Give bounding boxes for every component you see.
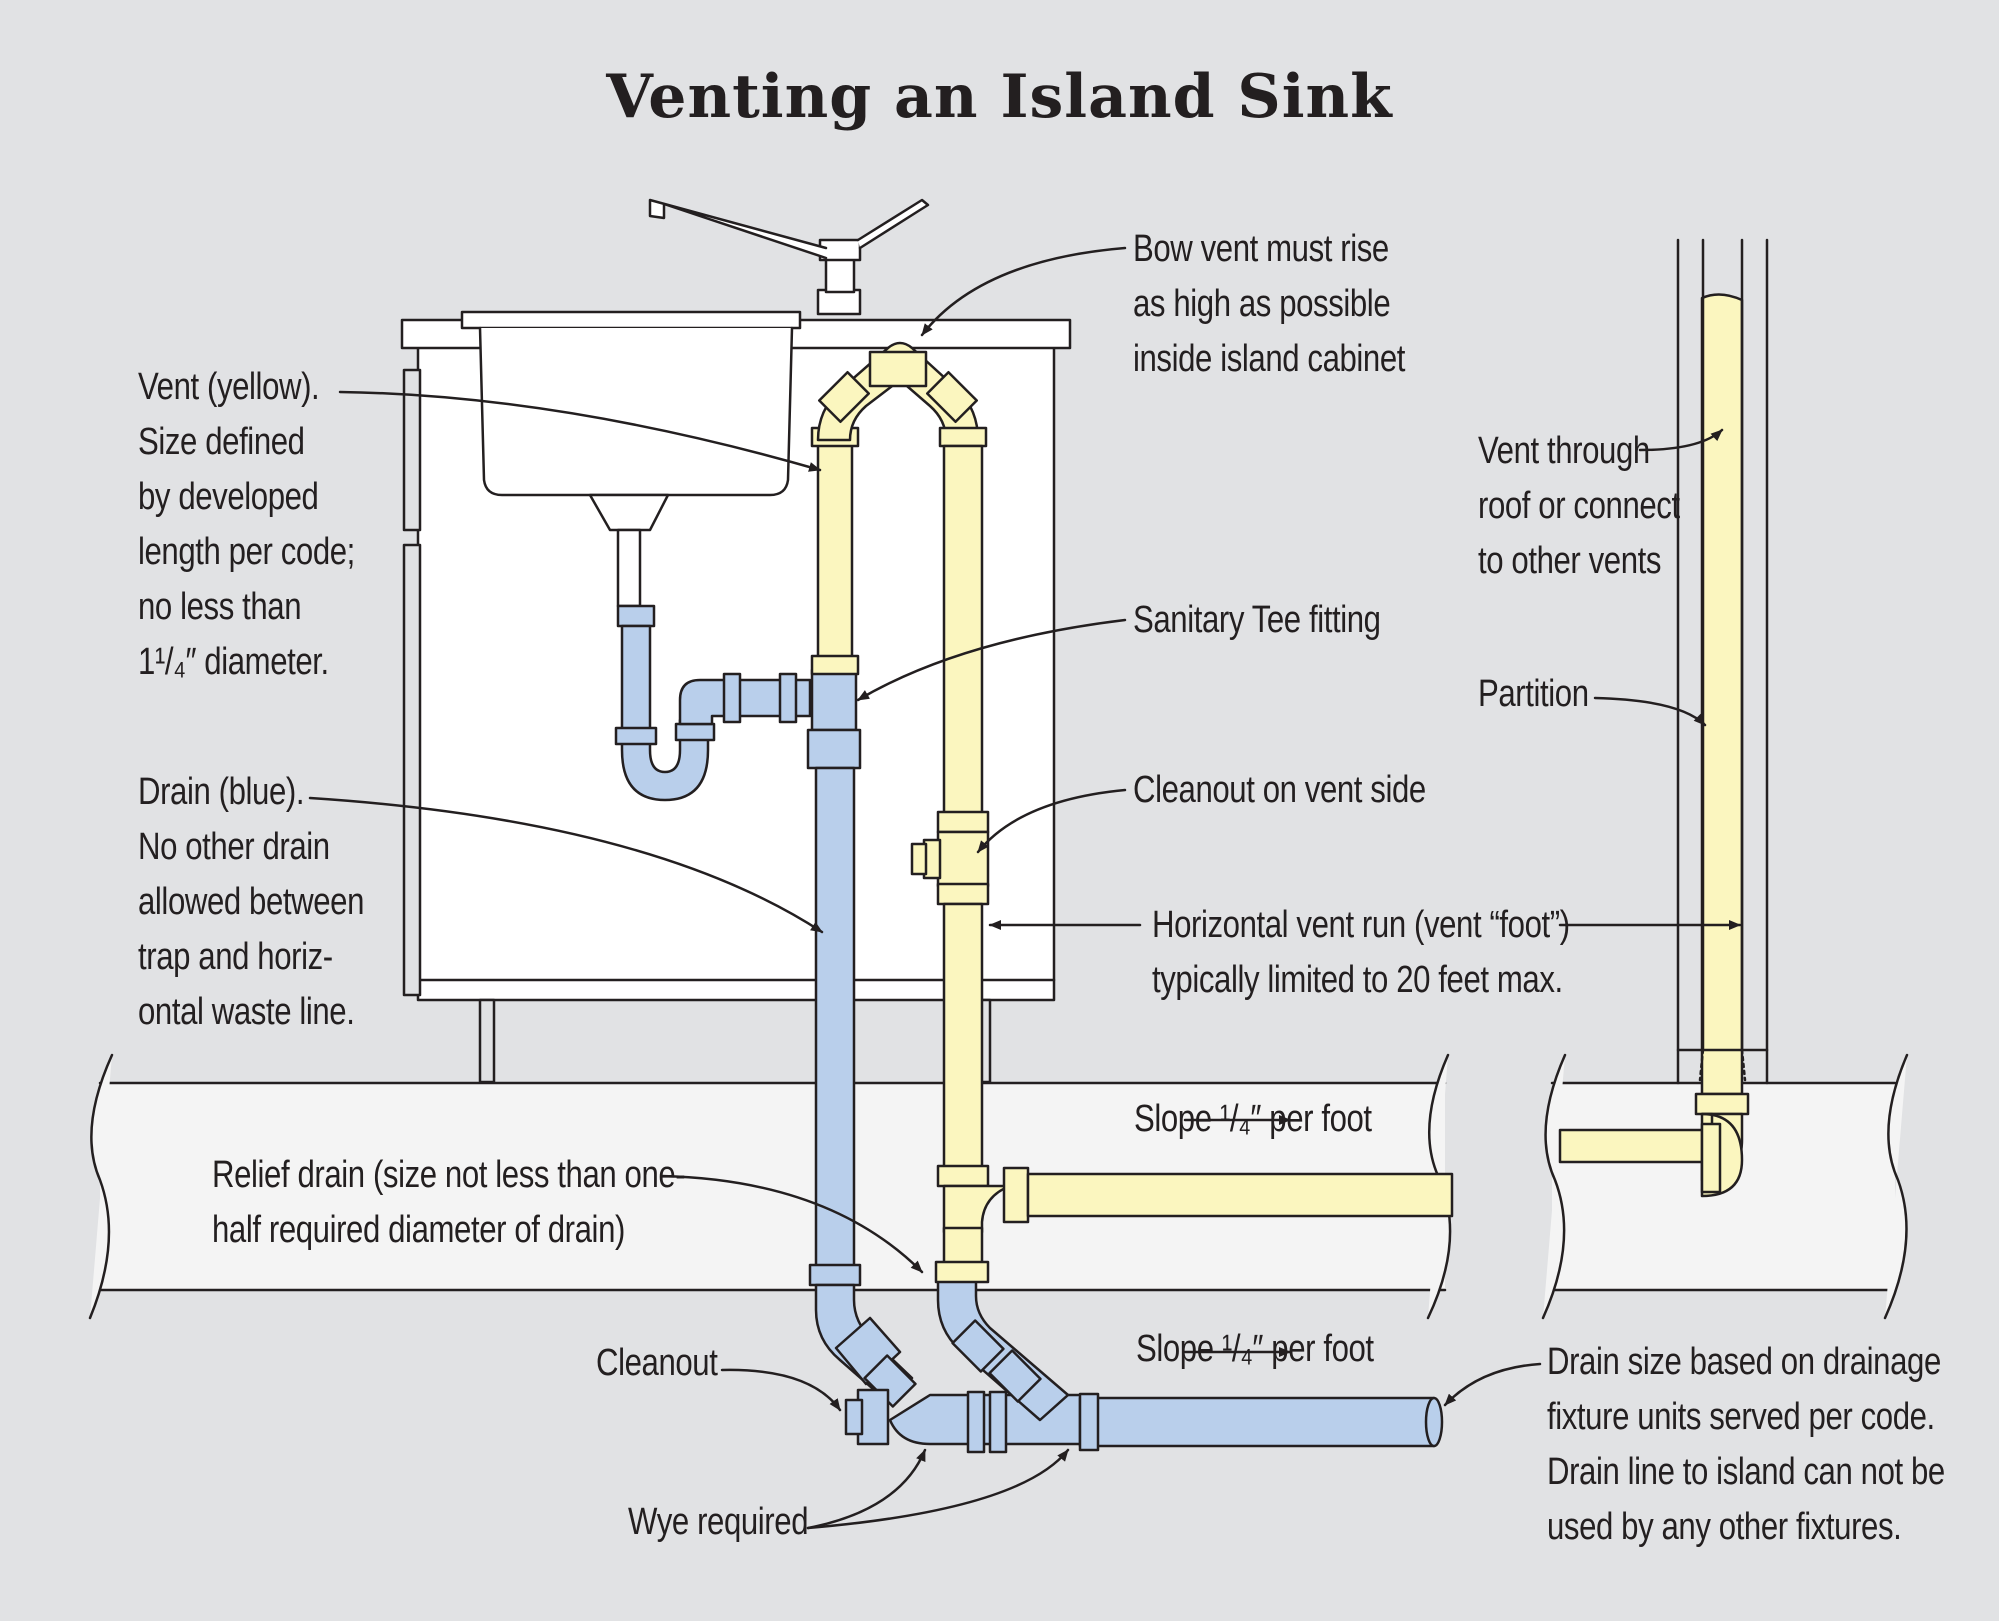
sink-basin (460, 310, 802, 608)
label-drain-size: Drain size based on drainage fixture uni… (1547, 1341, 1945, 1548)
label-bow-vent: Bow vent must rise as high as possible i… (1133, 228, 1406, 380)
label-horizontal-vent: Horizontal vent run (vent “foot”) typica… (1152, 904, 1570, 1001)
label-relief-drain: Relief drain (size not less than one- ha… (212, 1154, 686, 1251)
faucet (648, 198, 930, 316)
leader-lines (308, 246, 1742, 1530)
label-drain: Drain (blue). No other drain allowed bet… (138, 771, 364, 1033)
label-slope-lower: Slope ¹/₄″ per foot (1136, 1328, 1374, 1370)
label-vent-through-roof: Vent through roof or connect to other ve… (1478, 430, 1680, 582)
label-partition: Partition (1478, 673, 1589, 715)
label-vent: Vent (yellow). Size defined by developed… (138, 366, 355, 683)
label-slope-upper: Slope ¹/₄″ per foot (1134, 1098, 1372, 1140)
partition-wall (1676, 238, 1769, 1085)
drain-pipes (614, 604, 1444, 1454)
label-wye-required: Wye required (628, 1501, 809, 1543)
label-cleanout-vent-side: Cleanout on vent side (1133, 769, 1426, 811)
vent-pipes (810, 293, 1750, 1284)
label-sanitary-tee: Sanitary Tee fitting (1133, 599, 1381, 641)
label-cleanout: Cleanout (596, 1342, 718, 1384)
diagram-title: Venting an Island Sink (606, 62, 1393, 132)
